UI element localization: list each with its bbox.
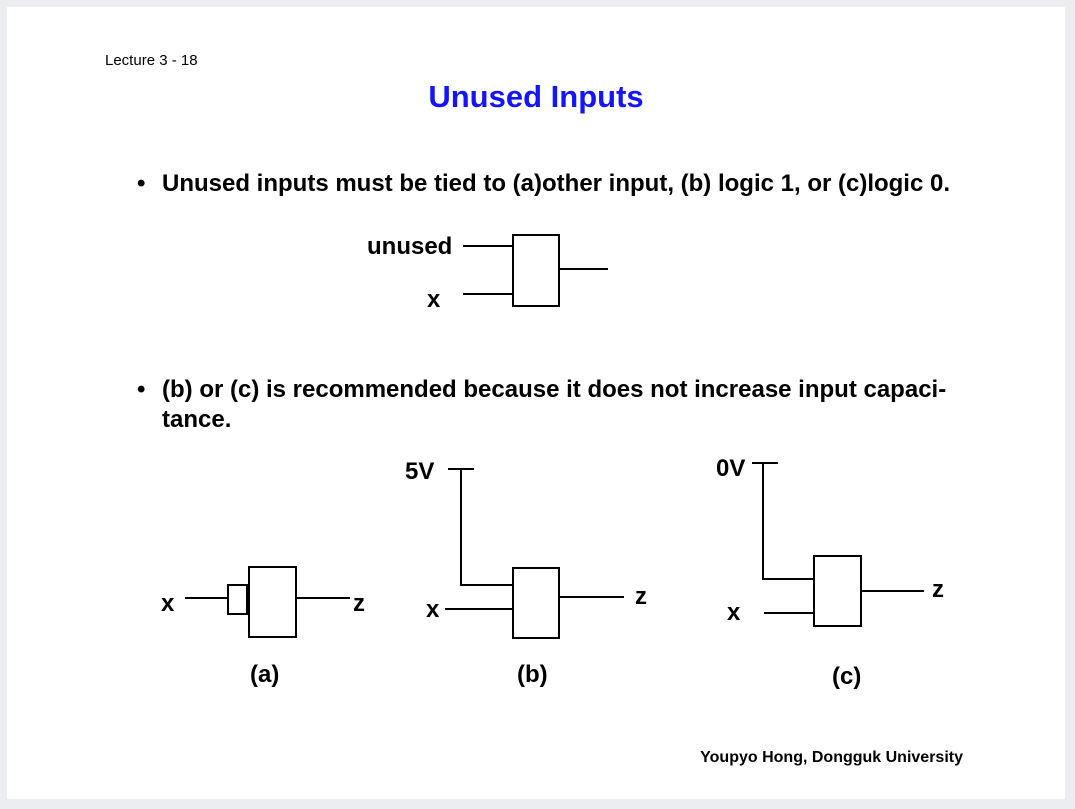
- wire-rail-tick-c: [752, 462, 778, 464]
- label-z-output-a: z: [353, 590, 365, 617]
- bullet-text-line: tance.: [162, 406, 232, 433]
- label-x-input-c: x: [727, 599, 741, 626]
- gate-box-c: [813, 555, 862, 627]
- wire-rail-horizontal-b: [460, 584, 514, 586]
- label-5v-rail: 5V: [405, 458, 435, 485]
- wire-x-input-a: [185, 597, 227, 599]
- lecture-number: Lecture 3 - 18: [105, 52, 198, 69]
- gate-box-a: [248, 566, 297, 638]
- bullet-text-line: (b) or (c) is recommended because it doe…: [162, 376, 947, 403]
- author-credit: Youpyo Hong, Dongguk University: [700, 749, 963, 766]
- tied-inputs-box-a: [227, 584, 248, 615]
- gate-box-b: [512, 567, 560, 639]
- wire-unused-input: [463, 245, 512, 247]
- wire-output-a: [297, 597, 350, 599]
- caption-c: (c): [832, 663, 862, 690]
- gate-box-top: [512, 234, 560, 307]
- wire-output-top: [560, 268, 608, 270]
- slide-page: Lecture 3 - 18 Unused Inputs • Unused in…: [7, 7, 1065, 799]
- caption-b: (b): [517, 661, 548, 688]
- bullet-item-1: • Unused inputs must be tied to (a)other…: [137, 169, 1047, 199]
- wire-rail-vertical-b: [460, 468, 462, 586]
- bullet-marker: •: [137, 170, 146, 197]
- wire-rail-vertical-c: [762, 462, 764, 580]
- caption-a: (a): [250, 661, 280, 688]
- bullet-text-line: Unused inputs must be tied to (a)other i…: [162, 170, 951, 197]
- wire-x-input-c: [764, 612, 813, 614]
- wire-output-b: [560, 596, 624, 598]
- label-x-input-top: x: [427, 286, 441, 313]
- bullet-marker: •: [137, 376, 146, 403]
- label-x-input-b: x: [426, 596, 440, 623]
- wire-rail-horizontal-c: [762, 578, 815, 580]
- wire-x-input-top: [463, 293, 512, 295]
- bullet-item-2: • (b) or (c) is recommended because it d…: [137, 375, 1047, 435]
- slide-title: Unused Inputs: [428, 79, 644, 114]
- label-z-output-c: z: [932, 576, 944, 603]
- wire-output-c: [862, 590, 924, 592]
- label-0v-rail: 0V: [716, 455, 746, 482]
- label-z-output-b: z: [635, 583, 647, 610]
- label-x-input-a: x: [161, 590, 175, 617]
- label-unused-input: unused: [367, 233, 453, 260]
- wire-x-input-b: [445, 608, 512, 610]
